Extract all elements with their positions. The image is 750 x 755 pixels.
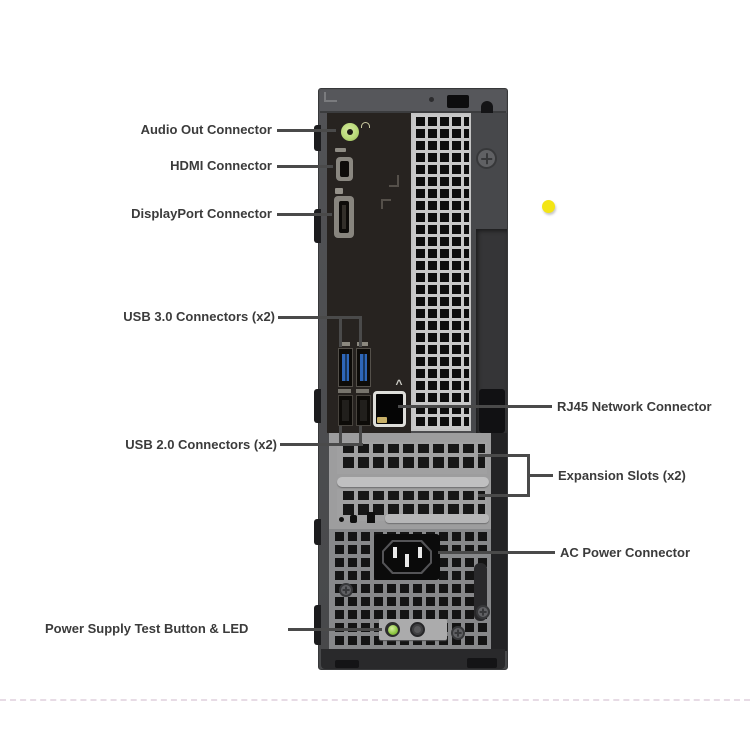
usb2-tongue xyxy=(360,400,367,421)
ac-power-inlet xyxy=(374,534,440,580)
usb3-ss-icon xyxy=(339,342,350,346)
label-hdmi-connector: HDMI Connector xyxy=(170,158,272,173)
label-usb3-connectors: USB 3.0 Connectors (x2) xyxy=(123,309,275,324)
chassis-foot xyxy=(335,660,359,668)
leader-line-hdmi xyxy=(277,165,333,168)
usb-text-mark xyxy=(356,389,369,393)
leader-bracket-expansion-vertical xyxy=(527,454,530,497)
usb-text-mark xyxy=(338,389,351,393)
slot-cover-bar-2 xyxy=(385,514,489,523)
usb2-port-2 xyxy=(356,395,371,426)
headphone-icon xyxy=(361,122,370,128)
hdmi-text-mark xyxy=(335,148,346,152)
chassis-edge-tab xyxy=(314,389,321,423)
leader-line-psu-test xyxy=(288,628,382,631)
usb2-port-1 xyxy=(338,395,353,426)
psu-screw xyxy=(476,605,490,619)
computer-rear-panel: ^ xyxy=(314,88,508,670)
slot-cover-bar-1 xyxy=(337,477,489,487)
usb3-ss-icon xyxy=(357,342,368,346)
top-screw-dot xyxy=(429,97,434,102)
power-supply-area xyxy=(329,529,491,651)
yellow-dot-marker xyxy=(542,200,555,213)
chassis-edge-tab xyxy=(314,209,321,243)
panel-corner-mark xyxy=(389,175,399,187)
leader-line-expansion xyxy=(529,474,553,477)
displayport-pin-bar xyxy=(342,205,346,229)
panel-icon-square xyxy=(367,512,375,523)
leader-line-ac-power xyxy=(438,551,555,554)
leader-line-usb2-fork-left xyxy=(339,426,342,446)
expansion-slot-area xyxy=(329,433,493,529)
thumbscrew-recess xyxy=(447,95,469,108)
ac-pin-right xyxy=(418,547,422,558)
leader-bracket-expansion-top xyxy=(478,454,530,457)
leader-bracket-expansion-bottom xyxy=(478,494,530,497)
hdmi-port xyxy=(336,157,353,181)
label-rj45-network-connector: RJ45 Network Connector xyxy=(557,399,712,414)
label-usb2-connectors: USB 2.0 Connectors (x2) xyxy=(125,437,277,452)
psu-test-led xyxy=(385,622,400,637)
usb3-tongue-split xyxy=(363,354,365,381)
displayport-port xyxy=(334,196,354,238)
usb3-port-2 xyxy=(356,348,371,387)
right-latch xyxy=(479,389,505,433)
leader-line-audio xyxy=(277,129,336,132)
expansion-slot-1 xyxy=(337,442,487,474)
ac-pin-left xyxy=(393,547,397,558)
panel-icon-dot xyxy=(350,515,357,523)
leader-line-usb2-fork-right xyxy=(359,426,362,446)
panel-corner-mark xyxy=(381,199,391,209)
rj45-network-port xyxy=(373,391,406,427)
psu-test-button xyxy=(410,622,425,637)
chassis-foot xyxy=(467,658,497,668)
right-edge-strip xyxy=(491,433,507,651)
usb3-port-1 xyxy=(338,348,353,387)
chassis-top-bar xyxy=(320,90,506,113)
io-panel: ^ xyxy=(327,113,411,433)
chassis-top-notch xyxy=(324,92,337,102)
label-ac-power-connector: AC Power Connector xyxy=(560,545,691,560)
leader-line-rj45 xyxy=(398,405,552,408)
label-audio-out-connector: Audio Out Connector xyxy=(140,122,272,137)
vent-grille xyxy=(411,113,471,431)
label-psu-test-button-led: Power Supply Test Button & LED xyxy=(45,621,249,636)
chassis-edge-tab xyxy=(314,519,321,545)
leader-line-usb2-horizontal xyxy=(280,443,363,446)
psu-test-strip xyxy=(379,619,447,640)
psu-test-led-green xyxy=(387,624,398,635)
chassis-base xyxy=(321,649,505,669)
audio-out-port xyxy=(341,123,359,141)
usb2-tongue xyxy=(342,400,349,421)
panel-icon-dot xyxy=(339,517,344,522)
leader-line-displayport xyxy=(277,213,332,216)
audio-jack-hole xyxy=(347,129,353,135)
chassis-edge-tab xyxy=(314,605,321,645)
usb3-tongue-split xyxy=(345,354,347,381)
chassis-edge-tab xyxy=(314,125,321,151)
ac-pin-center xyxy=(405,554,409,567)
network-icon: ^ xyxy=(395,377,403,391)
displayport-icon xyxy=(335,188,343,194)
psu-screw xyxy=(339,583,353,597)
label-expansion-slots: Expansion Slots (x2) xyxy=(558,468,686,483)
leader-line-usb3-fork-left xyxy=(339,316,342,347)
chassis-screw xyxy=(476,148,497,169)
bottom-separator-dashed-line xyxy=(0,699,750,701)
rj45-gold-pins xyxy=(377,417,387,423)
psu-test-button-core xyxy=(414,626,421,633)
hdmi-port-slot xyxy=(340,161,349,177)
label-displayport-connector: DisplayPort Connector xyxy=(131,206,272,221)
psu-screw xyxy=(451,626,465,640)
leader-line-usb3-fork-right xyxy=(359,316,362,347)
leader-line-usb3-horizontal xyxy=(278,316,362,319)
